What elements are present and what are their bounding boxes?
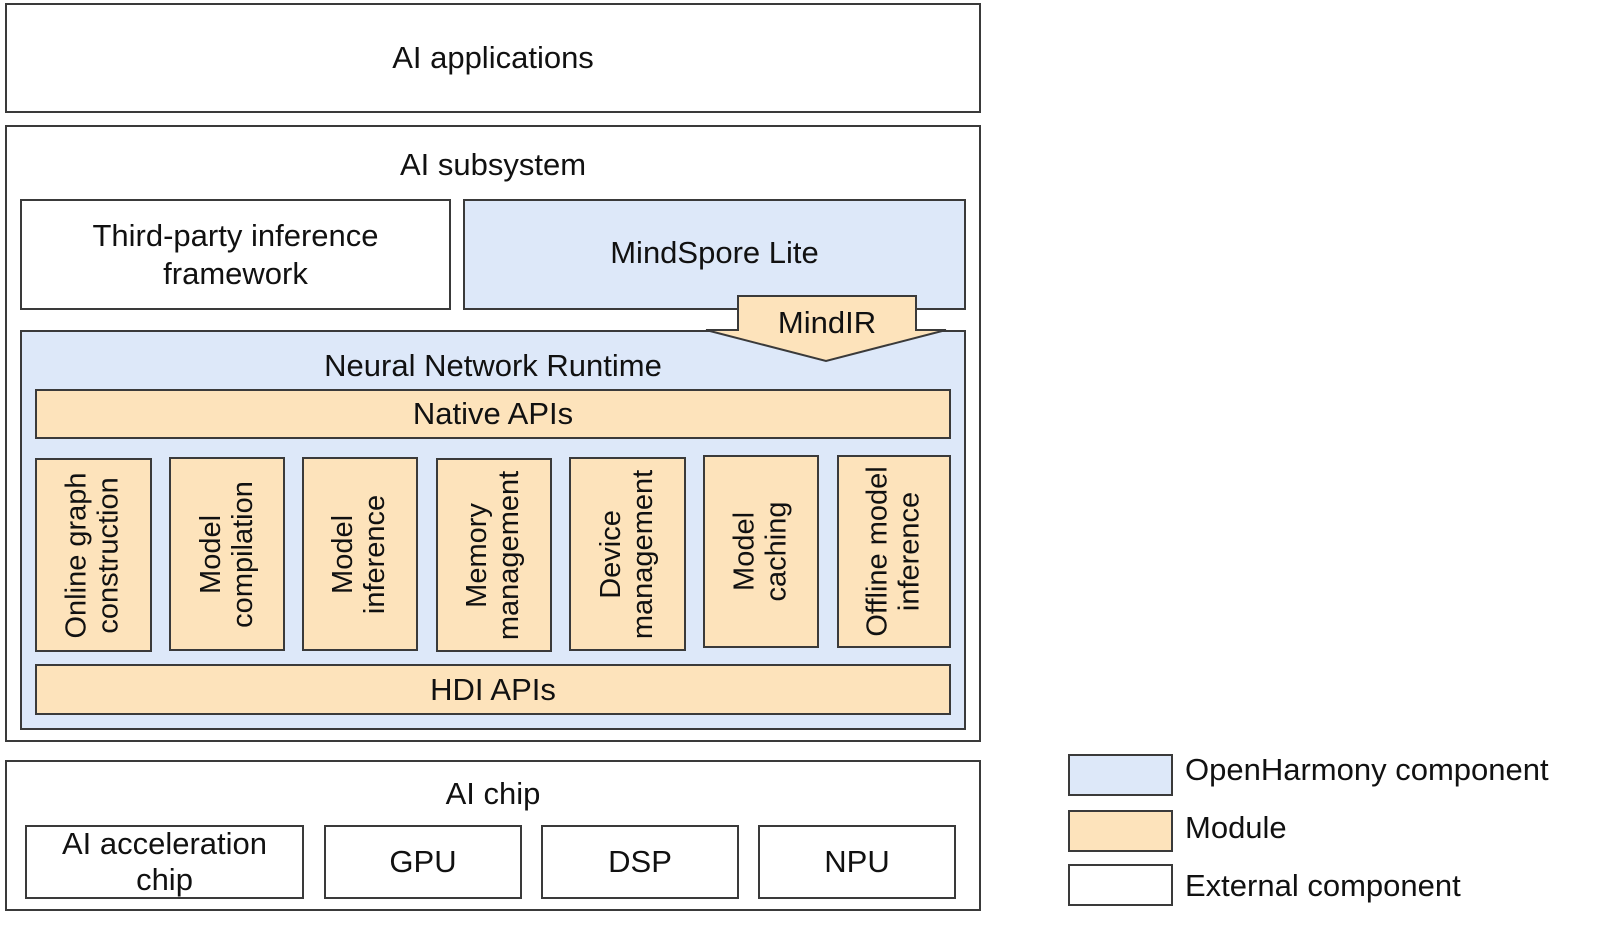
ai-acceleration-chip-box: AI acceleration chip [25, 825, 304, 899]
ai-chip-title: AI chip [445, 776, 541, 811]
native-apis-bar: Native APIs [35, 389, 951, 439]
module-model-inference: Model inference [302, 457, 418, 651]
legend-label-external: External component [1185, 868, 1461, 903]
module-online-graph-construction: Online graph construction [35, 458, 152, 652]
legend-swatch-module [1068, 810, 1173, 852]
gpu-box: GPU [324, 825, 522, 899]
legend-label-module: Module [1185, 810, 1287, 845]
chip-item-label: AI acceleration chip [61, 826, 268, 897]
module-label: Offline model inference [861, 466, 926, 637]
module-offline-model-inference: Offline model inference [837, 455, 951, 648]
native-apis-label: Native APIs [412, 396, 574, 432]
legend-swatch-openharmony [1068, 754, 1173, 796]
hdi-apis-bar: HDI APIs [35, 664, 951, 715]
module-label: Online graph construction [61, 471, 126, 639]
npu-box: NPU [758, 825, 956, 899]
module-label: Model inference [327, 494, 392, 614]
legend-swatch-external [1068, 864, 1173, 906]
third-party-framework-label: Third-party inference framework [92, 217, 379, 291]
dsp-box: DSP [541, 825, 739, 899]
third-party-framework-box: Third-party inference framework [20, 199, 451, 310]
chip-item-label: NPU [824, 844, 890, 880]
ai-applications-box: AI applications [5, 3, 981, 113]
module-memory-management: Memory management [436, 458, 552, 652]
legend-label-openharmony: OpenHarmony component [1185, 752, 1549, 787]
chip-item-label: GPU [389, 844, 457, 880]
module-model-compilation: Model compilation [169, 457, 285, 651]
module-label: Device management [595, 469, 660, 639]
chip-item-label: DSP [608, 844, 672, 880]
module-label: Model compilation [194, 480, 259, 628]
mindir-label: MindIR [777, 305, 877, 340]
mindspore-lite-box: MindSpore Lite [463, 199, 966, 310]
ai-subsystem-title: AI subsystem [399, 147, 587, 182]
mindspore-lite-label: MindSpore Lite [610, 235, 819, 270]
hdi-apis-label: HDI APIs [430, 671, 556, 707]
module-device-management: Device management [569, 457, 686, 651]
ai-applications-label: AI applications [392, 40, 594, 76]
module-model-caching: Model caching [703, 455, 819, 648]
module-label: Memory management [461, 470, 526, 640]
nnrt-title: Neural Network Runtime [324, 348, 662, 383]
module-label: Model caching [728, 501, 793, 602]
